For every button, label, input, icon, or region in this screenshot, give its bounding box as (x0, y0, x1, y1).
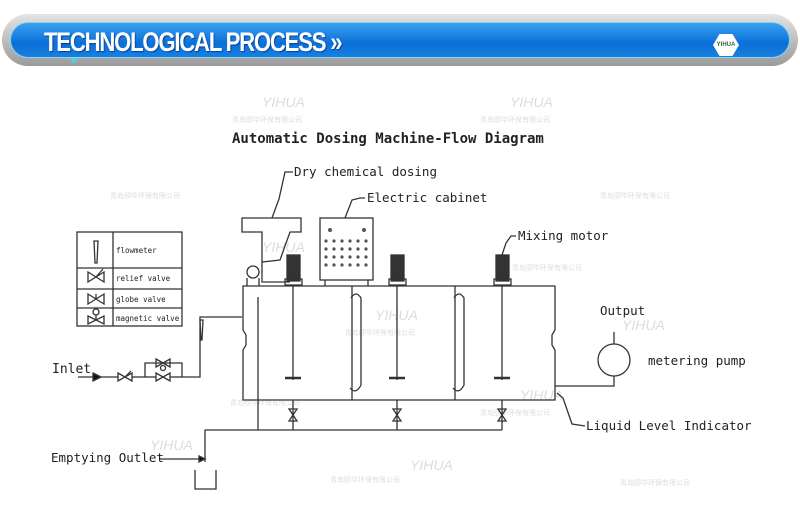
flowmeter-icon (93, 240, 99, 264)
watermark-company: 青岛颐华环保有限公司 (480, 408, 550, 417)
legend-label: magnetic valve (116, 314, 180, 323)
legend-label: globe valve (116, 295, 166, 304)
legend-label: relief valve (116, 274, 171, 283)
watermark-company: 青岛颐华环保有限公司 (232, 115, 302, 124)
flow-arrow-icon (92, 371, 103, 383)
drain-valve-icon (496, 408, 508, 422)
magnetic-valve-icon (87, 314, 105, 326)
electric-cabinet (319, 217, 374, 286)
watermarks-company: 青岛颐华环保有限公司 青岛颐华环保有限公司 青岛颐华环保有限公司 青岛颐华环保有… (110, 115, 690, 487)
watermark-brand: YIHUA (510, 94, 553, 110)
watermark-company: 青岛颐华环保有限公司 (600, 191, 670, 200)
watermark-brand: YIHUA (410, 457, 453, 473)
output-label: Output (600, 303, 645, 318)
output-piping (555, 332, 631, 427)
mixer-2 (388, 254, 407, 380)
mixer-3 (493, 254, 512, 380)
globe-valve-icon (87, 292, 105, 306)
watermark-company: 青岛颐华环保有限公司 (110, 191, 180, 200)
watermarks: YIHUA YIHUA YIHUA YIHUA YIHUA YIHUA YIHU… (150, 94, 665, 473)
watermark-company: 青岛颐华环保有限公司 (480, 115, 550, 124)
globe-valve-icon (155, 357, 171, 369)
watermark-brand: YIHUA (520, 387, 563, 403)
watermark-company: 青岛颐华环保有限公司 (345, 328, 415, 337)
inlet-label: Inlet (52, 362, 91, 377)
inlet-piping: Inlet (52, 316, 242, 383)
metering-pump-label: metering pump (648, 353, 746, 368)
leader-line (344, 197, 365, 219)
header-banner (10, 22, 790, 58)
leader-line (501, 235, 516, 256)
drain-tank (194, 470, 217, 490)
banner-pointer (69, 58, 79, 64)
watermark-brand: YIHUA (262, 239, 305, 255)
page-title: TECHNOLOGICAL PROCESS » (44, 27, 343, 57)
brand-logo: YIHUA (713, 34, 739, 56)
flowmeter-icon (199, 319, 204, 341)
watermark-company: 青岛颐华环保有限公司 (512, 263, 582, 272)
drain-valve-icon (391, 408, 403, 422)
watermark-brand: YIHUA (622, 317, 665, 333)
overflow-pipe (452, 293, 465, 392)
liquid-level-label: Liquid Level Indicator (586, 418, 752, 433)
watermark-brand: YIHUA (262, 94, 305, 110)
metering-pump-icon (597, 343, 631, 377)
mixer-1 (284, 254, 303, 380)
relief-valve-icon (87, 268, 105, 284)
overflow-pipe (349, 293, 362, 392)
drain-valve-icon (287, 408, 299, 422)
drain-piping: Emptying Outlet (51, 400, 508, 490)
magnetic-valve-coil (92, 308, 100, 316)
dry-chemical-hopper (241, 217, 302, 286)
dosing-tank (242, 285, 556, 430)
watermark-brand: YIHUA (150, 437, 193, 453)
mixing-motor-label: Mixing motor (518, 228, 609, 243)
legend-label: flowmeter (116, 246, 157, 255)
watermark-company: 青岛颐华环保有限公司 (230, 398, 300, 407)
electric-cabinet-label: Electric cabinet (367, 190, 487, 205)
relief-valve-icon (117, 370, 133, 383)
legend: flowmeter relief valve globe valve magne… (76, 231, 183, 327)
magnetic-valve-icon (155, 371, 171, 383)
emptying-outlet-label: Emptying Outlet (51, 450, 164, 465)
dry-chemical-label: Dry chemical dosing (294, 164, 437, 179)
watermark-company: 青岛颐华环保有限公司 (330, 475, 400, 484)
diagram-title: Automatic Dosing Machine-Flow Diagram (232, 131, 544, 147)
watermark-company: 青岛颐华环保有限公司 (620, 478, 690, 487)
leader-line (271, 171, 293, 219)
